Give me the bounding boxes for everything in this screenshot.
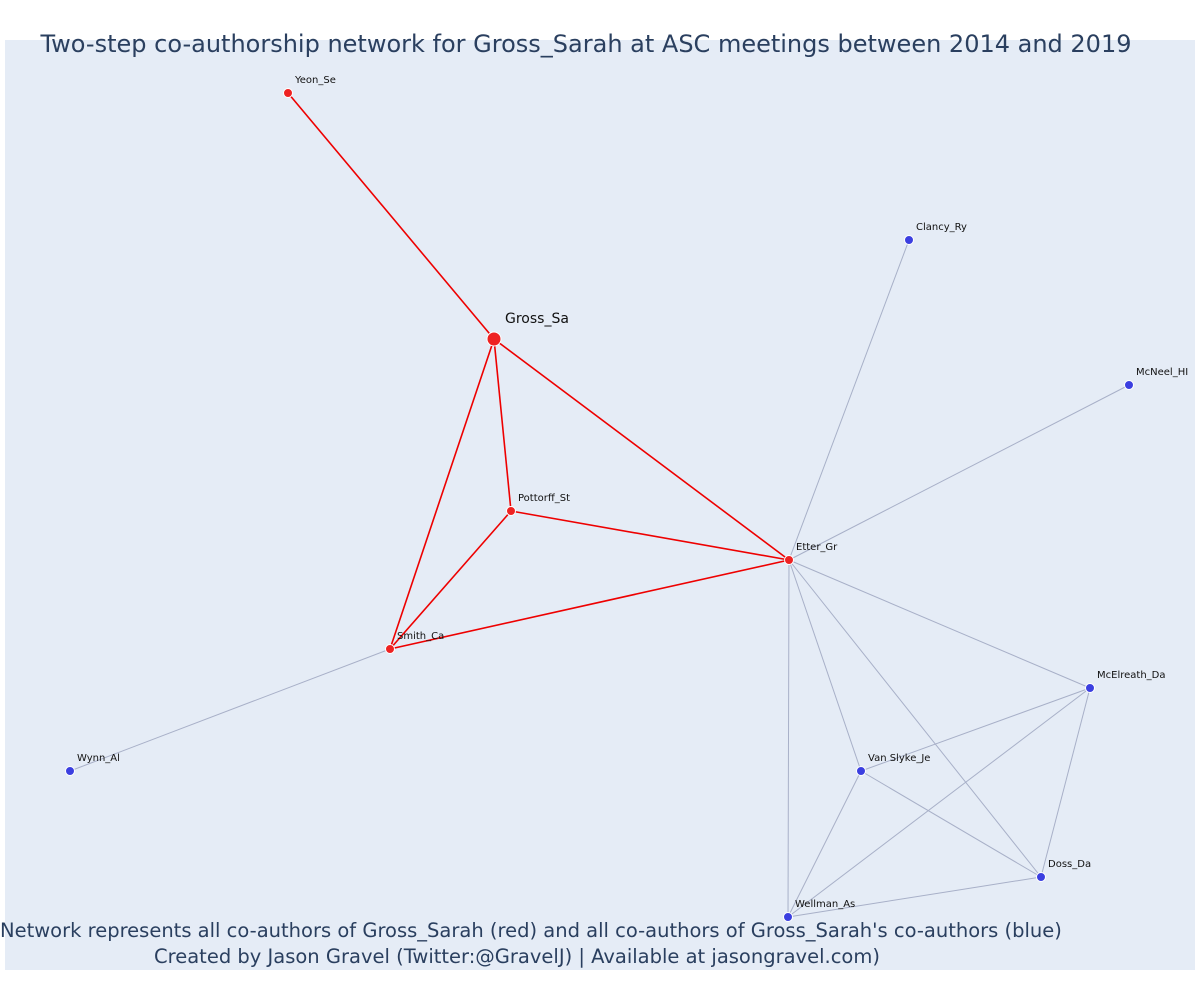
chart-caption: Network represents all co-authors of Gro… <box>0 918 1062 970</box>
plot-area <box>5 40 1195 970</box>
edge-pottorff-st-etter-gr <box>510 510 790 561</box>
edge-doss-da-wellman-as <box>787 876 1042 918</box>
node-label-yeon-se: Yeon_Se <box>294 75 336 86</box>
edge-etter-gr-wellman-as <box>787 559 790 918</box>
edge-etter-gr-clancy-ry <box>788 239 910 561</box>
node-wynn-al[interactable] <box>65 766 75 776</box>
edge-gross-sa-yeon-se <box>287 92 495 340</box>
edge-smith-ca-etter-gr <box>389 559 790 650</box>
edge-pottorff-st-smith-ca <box>389 510 512 650</box>
node-etter-gr[interactable] <box>784 555 794 565</box>
edge-mcelreath-da-doss-da <box>1040 687 1091 878</box>
edge-gross-sa-pottorff-st <box>493 338 512 512</box>
node-yeon-se[interactable] <box>283 88 293 98</box>
edge-etter-gr-doss-da <box>788 559 1042 878</box>
node-label-gross-sa: Gross_Sa <box>505 311 569 327</box>
edge-etter-gr-mcneel-hi <box>788 384 1130 561</box>
edge-etter-gr-mcelreath-da <box>788 559 1091 689</box>
node-pottorff-st[interactable] <box>506 506 516 516</box>
edge-gross-sa-smith-ca <box>389 338 495 650</box>
node-clancy-ry[interactable] <box>904 235 914 245</box>
node-label-van-slyke-je: Van Slyke_Je <box>868 753 930 764</box>
node-label-smith-ca: Smith_Ca <box>397 631 444 642</box>
node-label-doss-da: Doss_Da <box>1048 859 1091 870</box>
node-mcelreath-da[interactable] <box>1085 683 1095 693</box>
node-label-mcelreath-da: McElreath_Da <box>1097 670 1165 681</box>
node-mcneel-hi[interactable] <box>1124 380 1134 390</box>
node-smith-ca[interactable] <box>385 644 395 654</box>
chart-title: Two-step co-authorship network for Gross… <box>40 30 1132 58</box>
node-label-wellman-as: Wellman_As <box>795 899 855 910</box>
edge-mcelreath-da-wellman-as <box>787 687 1091 918</box>
node-label-pottorff-st: Pottorff_St <box>518 493 570 504</box>
node-label-wynn-al: Wynn_Al <box>77 753 120 764</box>
edge-van-slyke-je-doss-da <box>860 770 1042 878</box>
caption-line-2: Created by Jason Gravel (Twitter:@Gravel… <box>154 945 880 968</box>
edge-gross-sa-etter-gr <box>493 338 790 561</box>
node-van-slyke-je[interactable] <box>856 766 866 776</box>
node-label-mcneel-hi: McNeel_HI <box>1136 367 1188 378</box>
node-doss-da[interactable] <box>1036 872 1046 882</box>
edge-smith-ca-wynn-al <box>69 648 391 772</box>
caption-line-1: Network represents all co-authors of Gro… <box>0 919 1062 942</box>
edge-etter-gr-van-slyke-je <box>788 559 862 772</box>
edge-van-slyke-je-wellman-as <box>787 770 862 918</box>
edges-layer <box>69 92 1130 918</box>
edge-mcelreath-da-van-slyke-je <box>860 687 1091 772</box>
node-label-etter-gr: Etter_Gr <box>796 542 838 553</box>
node-gross-sa[interactable] <box>486 331 502 347</box>
nodes-layer <box>65 88 1134 922</box>
node-wellman-as[interactable] <box>783 912 793 922</box>
node-label-clancy-ry: Clancy_Ry <box>916 222 967 233</box>
